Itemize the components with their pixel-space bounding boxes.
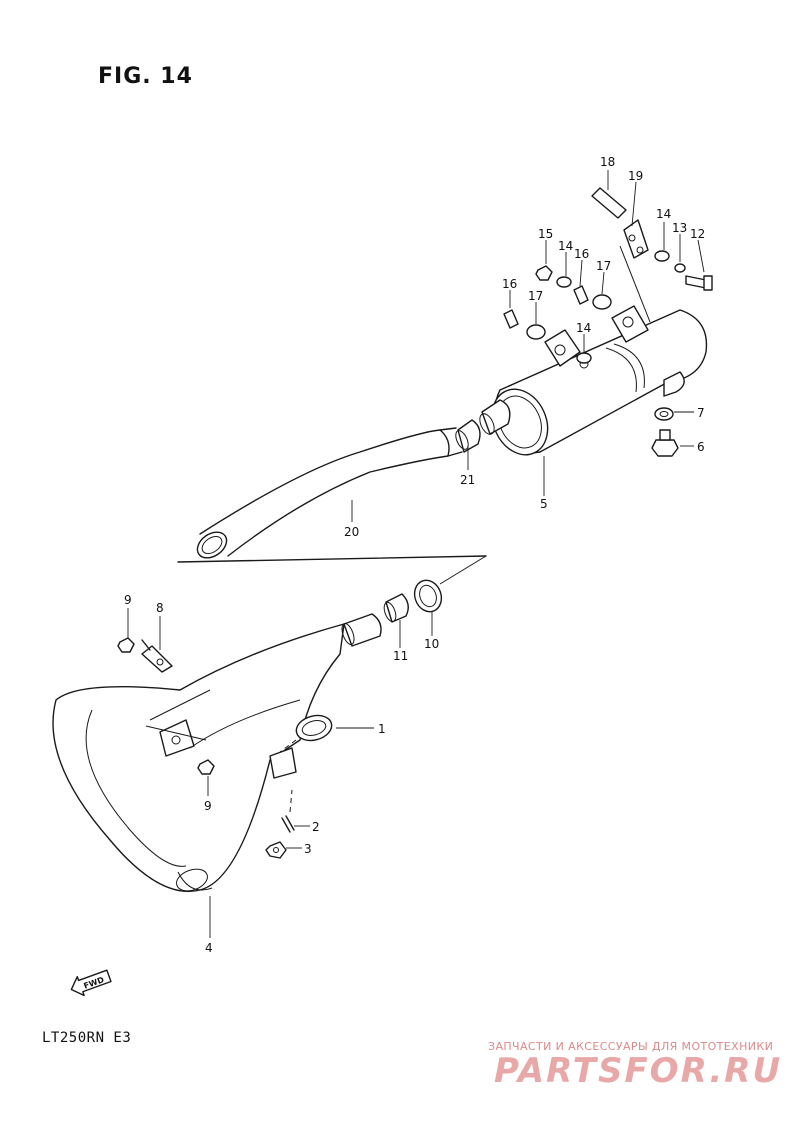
callout-14-low: 14	[576, 321, 591, 335]
sleeve-11-part	[383, 593, 409, 623]
callout-15: 15	[538, 227, 553, 241]
callout-18: 18	[600, 155, 615, 169]
callout-14-mid: 14	[558, 239, 573, 253]
model-code: LT250RN E3	[42, 1030, 132, 1046]
leader-lines	[127, 170, 705, 938]
callout-5: 5	[540, 497, 548, 511]
nut-9a-part	[117, 637, 135, 653]
callout-2: 2	[312, 820, 320, 834]
bracket-19-part	[619, 219, 651, 323]
nut-9b-part	[197, 759, 215, 775]
plug-6-part	[651, 429, 679, 457]
expansion-chamber-part	[52, 613, 382, 893]
callout-16-right: 16	[574, 247, 589, 261]
callout-labels: 1 2 3 4 5 6 7 8 9 9 10 11 12 13 14 14 14…	[124, 155, 705, 955]
stud-part	[281, 789, 295, 833]
grommet-17-right-part	[592, 294, 612, 310]
washer-14-low-part	[576, 352, 592, 364]
nut-15-part	[535, 265, 553, 281]
section-divider-line	[177, 555, 487, 563]
watermark-tagline: ЗАПЧАСТИ И АКСЕССУАРЫ ДЛЯ МОТОТЕХНИКИ	[488, 1040, 774, 1053]
washer-14-upper-part	[654, 250, 670, 262]
callout-16-left: 16	[502, 277, 517, 291]
nut-part	[265, 841, 287, 859]
washer-13-part	[674, 263, 686, 273]
callout-8: 8	[156, 601, 164, 615]
callout-6: 6	[697, 440, 705, 454]
grommet-17-left-part	[526, 324, 546, 340]
collar-16-right-part	[573, 285, 589, 305]
connector-part	[455, 419, 481, 453]
callout-14-upper: 14	[656, 207, 671, 221]
callout-17-left: 17	[528, 289, 543, 303]
callout-7: 7	[697, 406, 705, 420]
callout-20: 20	[344, 525, 359, 539]
fwd-arrow-icon: FWD	[70, 969, 112, 997]
washer-7-part	[654, 407, 674, 421]
callout-17-right: 17	[596, 259, 611, 273]
mount-bolt-part	[141, 639, 173, 673]
callout-11: 11	[393, 649, 408, 663]
callout-9-lower: 9	[204, 799, 212, 813]
pin-18-part	[591, 187, 627, 219]
watermark-logo: PARTSFOR.RU	[494, 1051, 783, 1091]
collar-16-left-part	[503, 309, 519, 329]
washer-14-mid-part	[556, 276, 572, 288]
figure-title: FIG. 14	[98, 64, 193, 89]
callout-21: 21	[460, 473, 475, 487]
callout-13: 13	[672, 221, 687, 235]
callout-1: 1	[378, 722, 386, 736]
gasket-part	[279, 714, 333, 753]
callout-19: 19	[628, 169, 643, 183]
callout-3: 3	[304, 842, 312, 856]
seal-10-part	[413, 579, 443, 613]
callout-9-upper: 9	[124, 593, 132, 607]
callout-10: 10	[424, 637, 439, 651]
callout-4: 4	[205, 941, 213, 955]
pipe-part	[196, 427, 463, 559]
bolt-12-part	[685, 275, 713, 291]
muffler-part	[479, 305, 708, 456]
callout-12: 12	[690, 227, 705, 241]
